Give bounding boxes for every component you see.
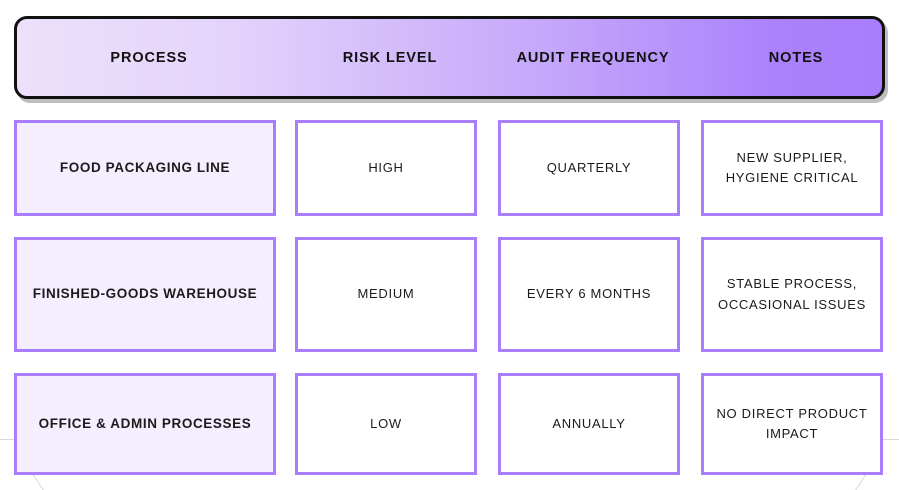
column-header-notes: NOTES <box>768 49 824 66</box>
cell-notes: STABLE PROCESS, OCCASIONAL ISSUES <box>701 237 883 352</box>
cell-audit-frequency: QUARTERLY <box>498 120 680 216</box>
cell-risk-level: LOW <box>295 373 477 475</box>
column-header-audit-frequency: AUDIT FREQUENCY <box>516 49 670 66</box>
cell-notes: NEW SUPPLIER, HYGIENE CRITICAL <box>701 120 883 216</box>
cell-audit-frequency: EVERY 6 MONTHS <box>498 237 680 352</box>
table-row: OFFICE & ADMIN PROCESSES LOW ANNUALLY NO… <box>14 373 885 475</box>
cell-risk-level: MEDIUM <box>295 237 477 352</box>
decorative-line-right-horizontal <box>883 439 899 440</box>
cell-risk-level: HIGH <box>295 120 477 216</box>
table-row: FINISHED-GOODS WAREHOUSE MEDIUM EVERY 6 … <box>14 237 885 352</box>
cell-audit-frequency: ANNUALLY <box>498 373 680 475</box>
cell-process: OFFICE & ADMIN PROCESSES <box>14 373 276 475</box>
cell-process: FOOD PACKAGING LINE <box>14 120 276 216</box>
cell-process: FINISHED-GOODS WAREHOUSE <box>14 237 276 352</box>
table-row: FOOD PACKAGING LINE HIGH QUARTERLY NEW S… <box>14 120 885 216</box>
column-header-process: PROCESS <box>110 49 188 66</box>
risk-audit-table: PROCESS RISK LEVEL AUDIT FREQUENCY NOTES… <box>14 16 885 475</box>
table-header-row: PROCESS RISK LEVEL AUDIT FREQUENCY NOTES <box>14 16 885 99</box>
cell-notes: NO DIRECT PRODUCT IMPACT <box>701 373 883 475</box>
table-body: FOOD PACKAGING LINE HIGH QUARTERLY NEW S… <box>14 120 885 475</box>
column-header-risk-level: RISK LEVEL <box>342 49 438 66</box>
